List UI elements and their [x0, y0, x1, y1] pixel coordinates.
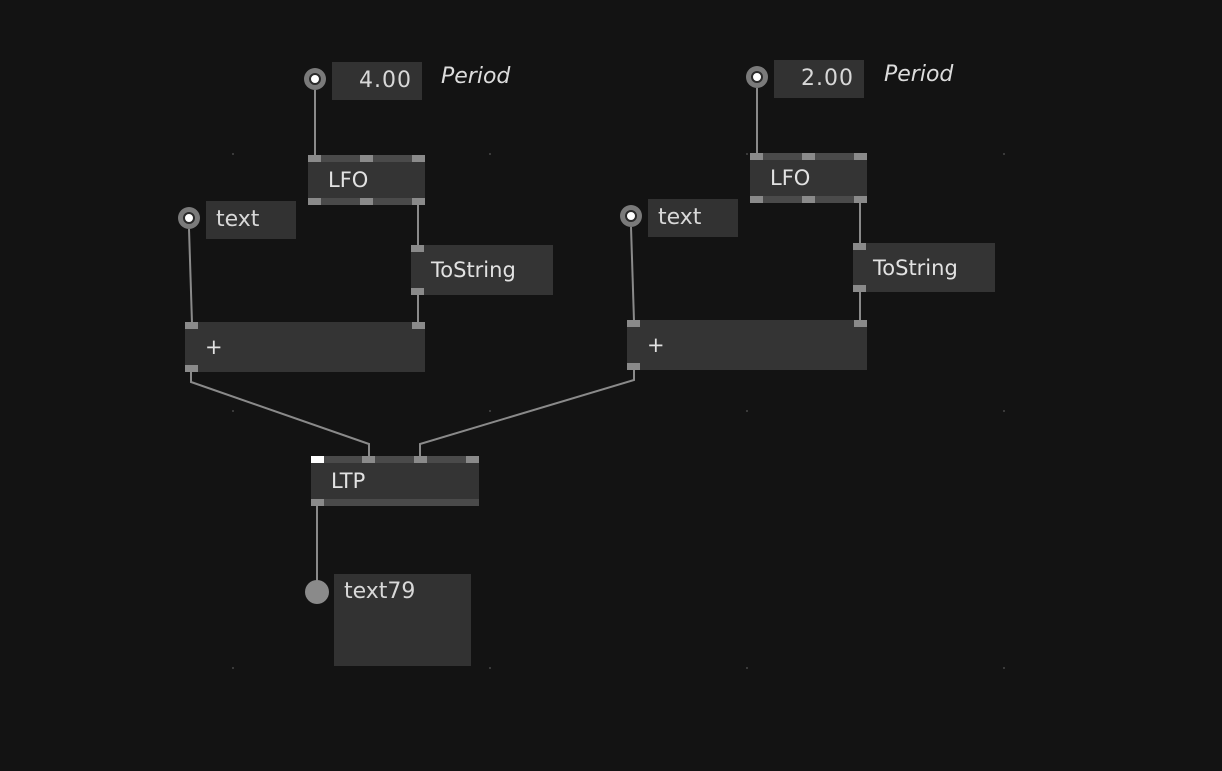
lfo-input-pin[interactable] [854, 153, 867, 160]
right-period-pin-icon[interactable] [746, 66, 768, 88]
right-period-label: Period [884, 62, 954, 87]
ltp-output-pinbar [311, 499, 479, 506]
lfo-input-pin[interactable] [360, 155, 373, 162]
grid-dot [1003, 410, 1005, 412]
lfo-output-pin[interactable] [802, 196, 815, 203]
ltp-node[interactable]: LTP [311, 456, 479, 506]
plus-input-pin[interactable] [627, 320, 640, 327]
grid-dot [746, 410, 748, 412]
output-text-box[interactable]: text79 [334, 574, 471, 666]
right-text-value-box[interactable]: text [648, 199, 738, 237]
grid-dot [746, 153, 748, 155]
right-period-value-box[interactable]: 2.00 [774, 60, 864, 98]
ltp-input-pinbar [311, 456, 479, 463]
plus-input-pin[interactable] [854, 320, 867, 327]
lfo-output-pin[interactable] [360, 198, 373, 205]
ltp-input-pin-active[interactable] [311, 456, 324, 463]
grid-dot [232, 667, 234, 669]
grid-dot [489, 153, 491, 155]
left-lfo-node[interactable]: LFO [308, 155, 425, 205]
right-text-pin-icon[interactable] [620, 205, 642, 227]
lfo-input-pin[interactable] [412, 155, 425, 162]
plus-input-pin[interactable] [412, 322, 425, 329]
left-period-pin-icon[interactable] [304, 68, 326, 90]
lfo-output-pin[interactable] [750, 196, 763, 203]
tostring-output-pin[interactable] [853, 285, 866, 292]
ltp-input-pin[interactable] [466, 456, 479, 463]
left-text-value-box[interactable]: text [206, 201, 296, 239]
left-tostring-title: ToString [431, 258, 516, 282]
left-period-value-box[interactable]: 4.00 [332, 62, 422, 100]
output-pin-icon[interactable] [305, 580, 329, 604]
grid-dot [489, 667, 491, 669]
wire-right-text-plus [630, 226, 635, 322]
right-lfo-title: LFO [770, 166, 811, 190]
grid-dot [746, 667, 748, 669]
left-plus-title: + [205, 335, 223, 359]
right-plus-title: + [647, 333, 665, 357]
right-lfo-node[interactable]: LFO [750, 153, 867, 203]
grid-dot [1003, 153, 1005, 155]
wire-right-plus-ltp [419, 369, 635, 457]
tostring-input-pin[interactable] [411, 245, 424, 252]
left-text-pin-icon[interactable] [178, 207, 200, 229]
tostring-input-pin[interactable] [853, 243, 866, 250]
lfo-output-pin[interactable] [412, 198, 425, 205]
right-tostring-node[interactable]: ToString [853, 243, 995, 292]
wire-left-text-plus [188, 228, 193, 324]
lfo-input-pin[interactable] [308, 155, 321, 162]
right-tostring-title: ToString [873, 255, 958, 280]
grid-dot [1003, 667, 1005, 669]
grid-dot [232, 410, 234, 412]
lfo-input-pin[interactable] [802, 153, 815, 160]
plus-input-pin[interactable] [185, 322, 198, 329]
right-plus-node[interactable]: + [627, 320, 867, 370]
left-tostring-node[interactable]: ToString [411, 245, 553, 295]
wire-left-plus-ltp [190, 371, 370, 457]
left-plus-node[interactable]: + [185, 322, 425, 372]
lfo-output-pin[interactable] [854, 196, 867, 203]
left-lfo-title: LFO [328, 168, 369, 192]
plus-output-pin[interactable] [627, 363, 640, 370]
plus-output-pin[interactable] [185, 365, 198, 372]
lfo-input-pin[interactable] [750, 153, 763, 160]
grid-dot [232, 153, 234, 155]
left-period-label: Period [441, 64, 511, 89]
ltp-input-pin[interactable] [362, 456, 375, 463]
tostring-output-pin[interactable] [411, 288, 424, 295]
lfo-output-pin[interactable] [308, 198, 321, 205]
ltp-title: LTP [331, 469, 366, 493]
grid-dot [489, 410, 491, 412]
ltp-output-pin[interactable] [311, 499, 324, 506]
ltp-input-pin[interactable] [414, 456, 427, 463]
